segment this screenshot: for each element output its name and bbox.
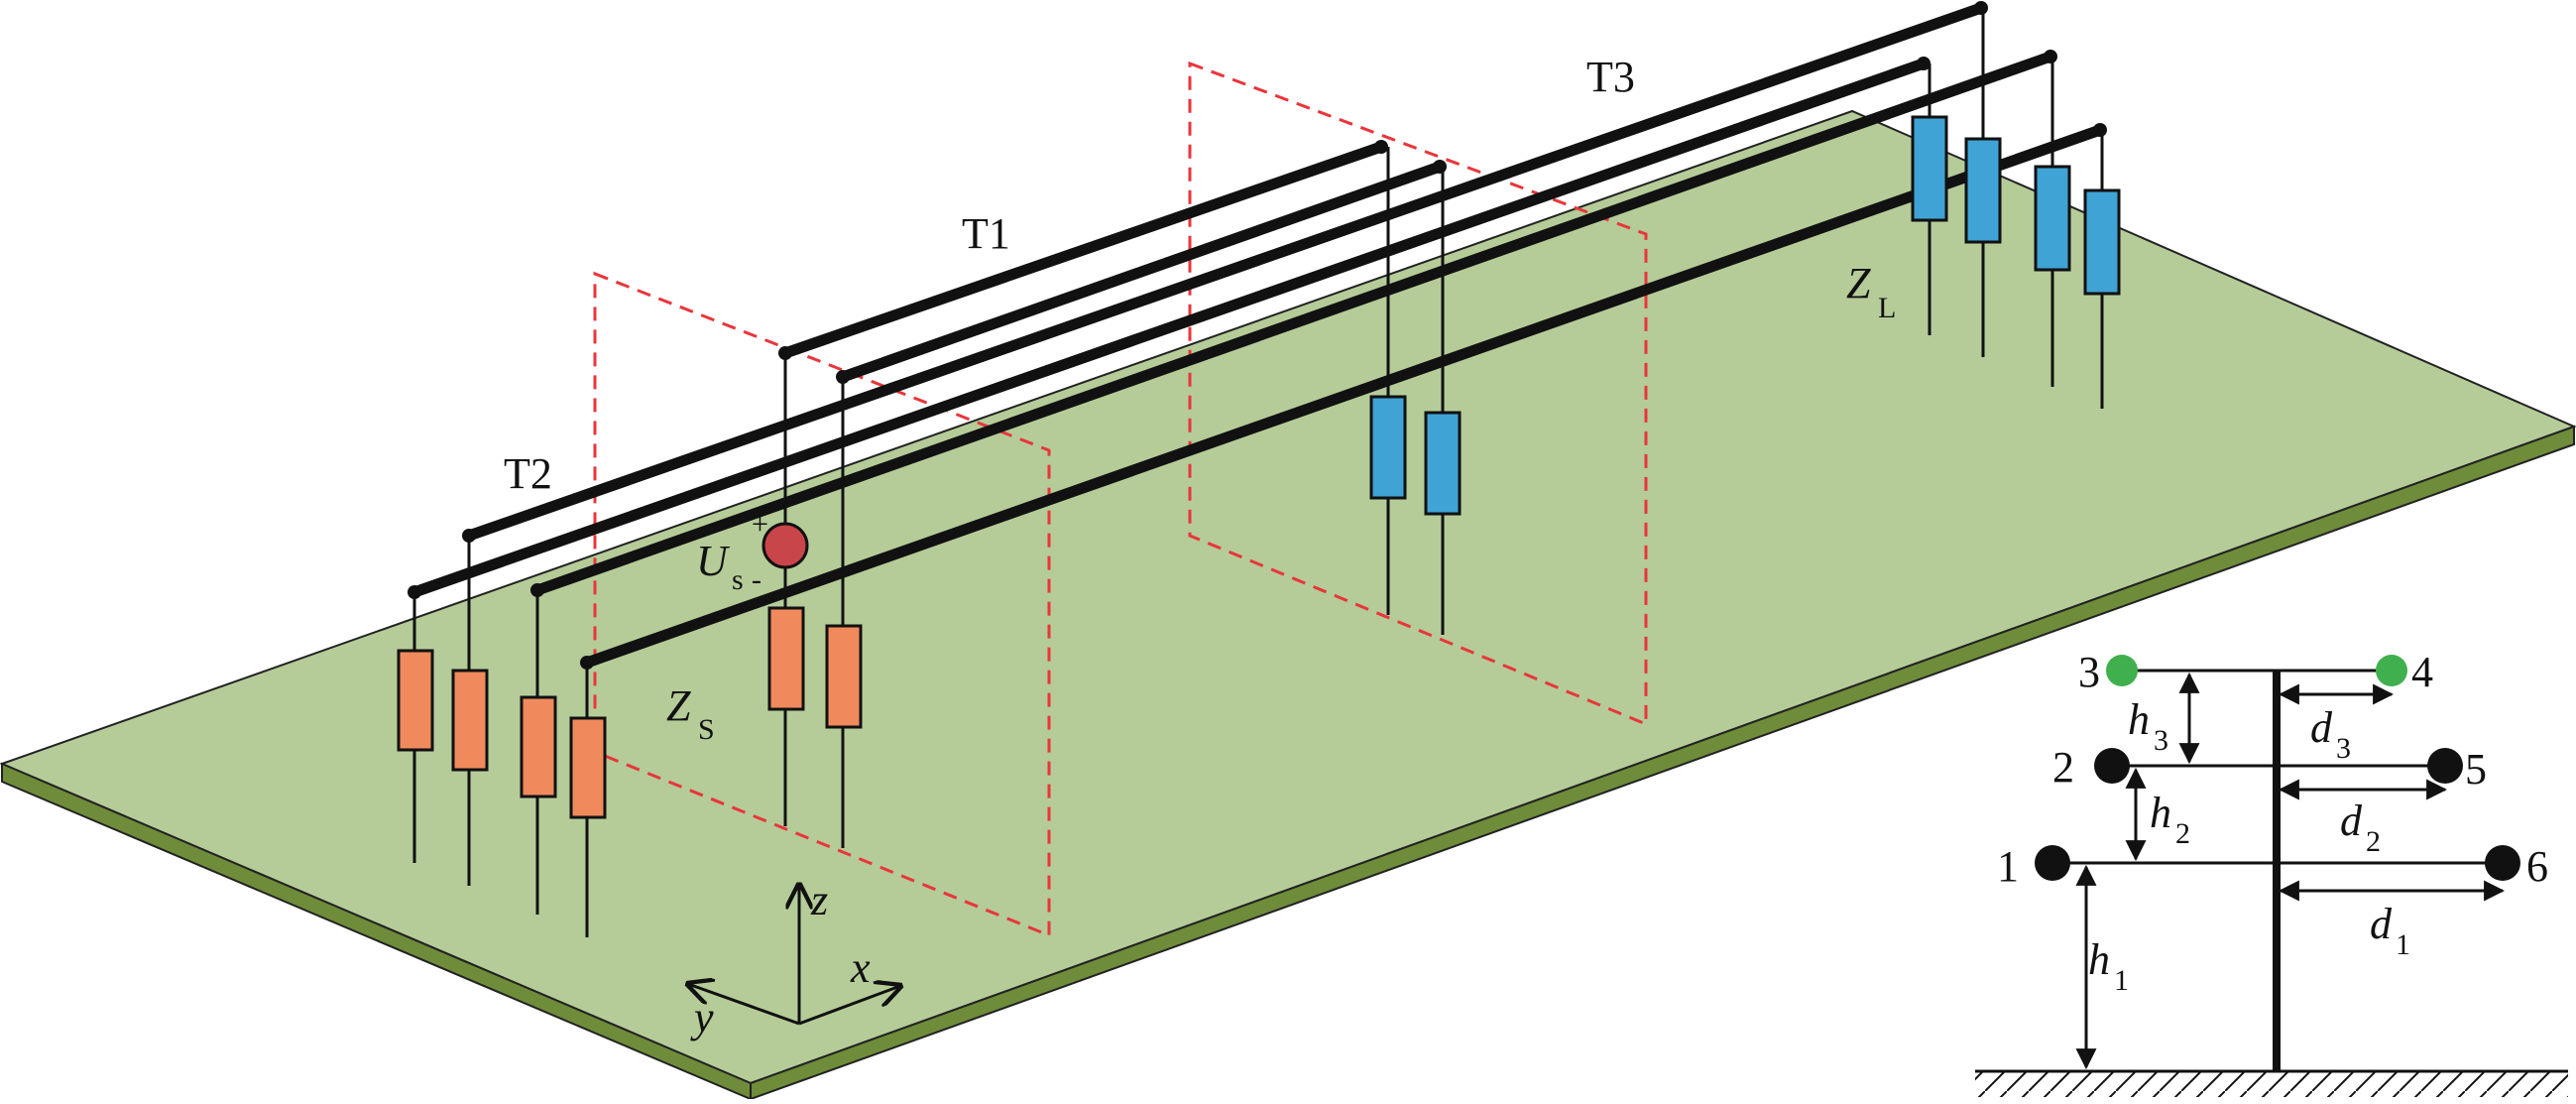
- svg-text:h: h: [2088, 935, 2110, 984]
- conductor-t2-c: [531, 51, 2056, 596]
- conductor-2-dot: [2094, 748, 2130, 784]
- t1-left-terminations: [761, 353, 863, 848]
- load-impedance-label: Z L: [1846, 259, 1896, 324]
- conductor-label-3: 3: [2078, 648, 2100, 696]
- ground-plane: [0, 109, 2576, 1101]
- conductor-3-dot: [2106, 655, 2138, 686]
- load-impedances: [1911, 8, 2121, 409]
- label-d2: d 2: [2340, 797, 2381, 858]
- ground-hatch: [1975, 1071, 2568, 1097]
- conductor-t1-a: [779, 141, 1387, 359]
- source-impedance-3: [520, 590, 557, 915]
- axis-label-z: z: [810, 876, 828, 924]
- voltage-source-circle: [761, 522, 809, 569]
- axis-label-y: y: [690, 993, 714, 1042]
- svg-text:d: d: [2310, 703, 2333, 752]
- label-h2: h 2: [2150, 789, 2190, 850]
- svg-text:3: 3: [2336, 732, 2351, 765]
- source-impedance-4: [569, 663, 607, 937]
- conductors: [409, 2, 2106, 669]
- svg-text:d: d: [2370, 900, 2393, 948]
- conductor-label-6: 6: [2526, 842, 2548, 891]
- tower-inset: 3 4 2 5 1 6 h 3 h 2 h 1 d 3 d 2 d 1: [1975, 648, 2568, 1097]
- source-impedances: [397, 536, 607, 937]
- conductor-5-dot: [2427, 748, 2463, 784]
- svg-text:3: 3: [2154, 724, 2168, 757]
- label-h1: h 1: [2088, 935, 2129, 997]
- svg-text:2: 2: [2366, 825, 2381, 858]
- source-branch: [761, 353, 809, 826]
- svg-text:1: 1: [2114, 964, 2129, 997]
- coordinate-axes: [688, 885, 900, 1026]
- label-d1: d 1: [2370, 900, 2410, 961]
- label-d3: d 3: [2310, 703, 2351, 765]
- axis-label-x: x: [850, 943, 871, 992]
- label-t2: T2: [504, 449, 552, 498]
- svg-text:h: h: [2128, 695, 2150, 744]
- t1-right-terminations: [1369, 147, 1462, 635]
- conductor-label-1: 1: [1997, 842, 2019, 891]
- conductor-1-dot: [2035, 845, 2070, 881]
- label-t3: T3: [1586, 53, 1635, 101]
- label-t1: T1: [962, 209, 1010, 258]
- svg-text:Z: Z: [1846, 259, 1871, 307]
- conductor-label-2: 2: [2052, 743, 2074, 792]
- conductors-t1: [779, 141, 1446, 383]
- ground-plane-side-edge: [750, 425, 2575, 1101]
- conductor-label-4: 4: [2411, 648, 2433, 696]
- conductor-label-5: 5: [2465, 745, 2487, 794]
- conductor-6-dot: [2485, 845, 2520, 881]
- label-h3: h 3: [2128, 695, 2168, 757]
- svg-text:1: 1: [2396, 928, 2410, 961]
- conductor-4-dot: [2376, 655, 2407, 686]
- svg-text:Z: Z: [666, 681, 691, 730]
- svg-text:-: -: [752, 563, 761, 596]
- y-axis: [688, 984, 800, 1026]
- svg-text:s: s: [732, 563, 744, 596]
- svg-text:d: d: [2340, 797, 2363, 845]
- source-label: U s + -: [696, 508, 768, 596]
- conductor-t2-a: [463, 2, 1987, 542]
- svg-text:L: L: [1878, 292, 1896, 324]
- source-impedance-2: [451, 536, 489, 886]
- t1-impedance-2: [825, 377, 863, 848]
- source-impedance-label: Z S: [666, 681, 715, 746]
- svg-text:S: S: [698, 713, 715, 746]
- svg-text:h: h: [2150, 789, 2171, 837]
- conductor-t2-d: [581, 124, 2106, 669]
- conductor-t1-b: [837, 161, 1446, 383]
- svg-text:+: +: [752, 508, 768, 541]
- x-axis: [798, 986, 900, 1026]
- conductor-t2-b: [409, 58, 1930, 598]
- svg-text:U: U: [696, 537, 731, 585]
- source-impedance-1: [397, 592, 434, 863]
- svg-text:2: 2: [2175, 817, 2190, 850]
